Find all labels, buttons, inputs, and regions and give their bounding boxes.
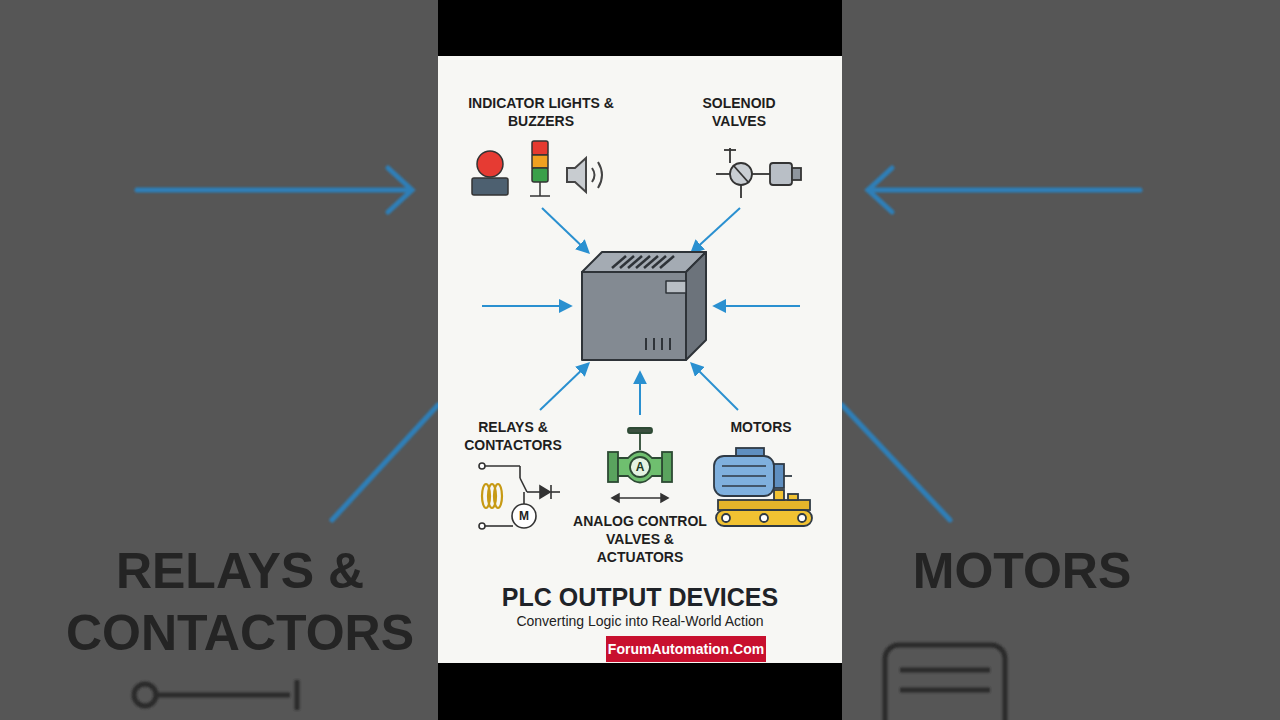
control-valve-icon	[608, 428, 672, 483]
diagram-caption: Converting Logic into Real-World Action	[445, 612, 835, 630]
background-arrow	[332, 405, 438, 520]
stack-light-icon	[530, 141, 550, 196]
arrow	[692, 208, 740, 252]
motor-icon	[714, 448, 812, 526]
background-arrowhead	[868, 168, 892, 212]
background-terminal	[134, 684, 156, 706]
arrow	[540, 364, 588, 410]
arrow	[692, 364, 738, 410]
background-wire	[156, 693, 290, 698]
category-label: RELAYS & CONTACTORS	[453, 418, 573, 454]
background-arrow	[842, 405, 950, 520]
diagram-title: PLC OUTPUT DEVICES	[445, 582, 835, 612]
plc-box	[582, 252, 706, 360]
arrow	[482, 305, 570, 307]
background-arrowhead	[388, 168, 412, 212]
valve-letter: A	[632, 460, 648, 474]
buzzer-icon	[567, 158, 602, 192]
category-label: ANALOG CONTROL VALVES & ACTUATORS	[565, 512, 715, 566]
background-wire	[295, 680, 300, 710]
beacon-icon	[472, 151, 508, 195]
category-label: SOLENOID VALVES	[684, 94, 794, 130]
solenoid-valve-icon	[716, 148, 801, 198]
background-heading: RELAYS & CONTACTORS	[44, 540, 436, 664]
background-heading: MOTORS	[872, 540, 1172, 602]
background-motor-fin	[900, 688, 990, 693]
relay-symbol	[479, 463, 560, 529]
arrow	[542, 208, 588, 252]
arrow	[715, 305, 800, 307]
category-label: MOTORS	[716, 418, 806, 436]
arrow	[639, 373, 641, 415]
background-arrow	[868, 188, 1140, 193]
background-motor-fin	[900, 668, 990, 673]
watermark: ForumAutomation.Com	[606, 636, 766, 662]
black-bar	[438, 0, 842, 720]
panel-ground	[438, 56, 842, 663]
background-motor	[885, 645, 1005, 720]
category-label: INDICATOR LIGHTS & BUZZERS	[466, 94, 616, 130]
background-arrow	[137, 188, 410, 193]
double-arrow	[612, 494, 668, 502]
motor-letter: M	[516, 509, 532, 523]
